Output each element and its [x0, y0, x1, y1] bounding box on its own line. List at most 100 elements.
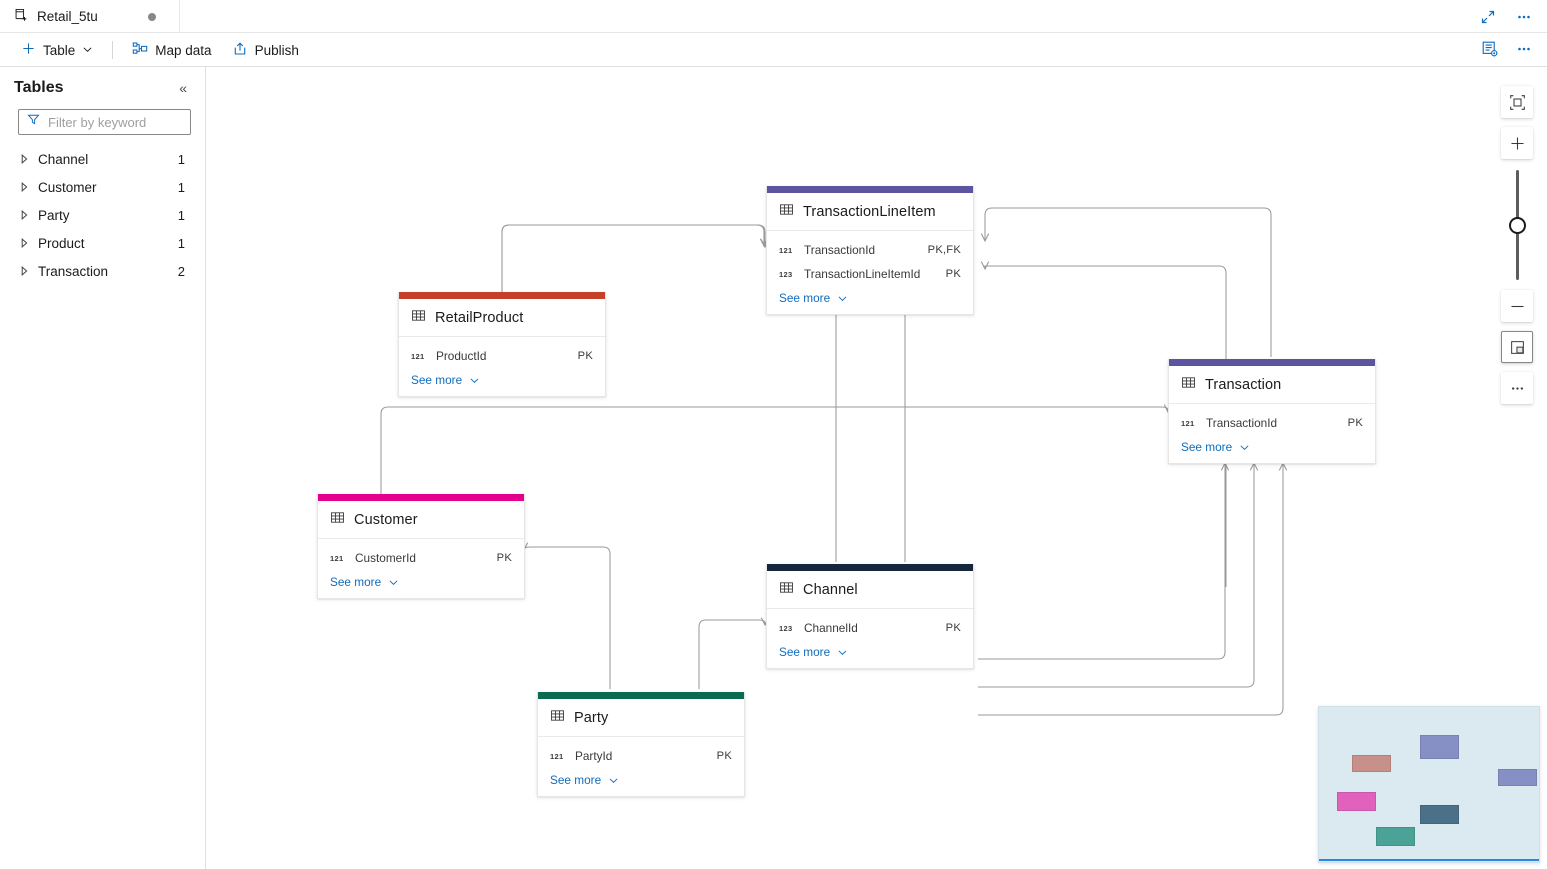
entity-card-channel[interactable]: Channel 123 ChannelId PK See more: [766, 564, 974, 669]
field-name: TransactionId: [804, 243, 876, 257]
tree-item-label: Product: [38, 235, 85, 251]
see-more-label: See more: [550, 773, 602, 787]
field-key-badge: PK: [577, 350, 593, 362]
table-icon: [1181, 375, 1196, 395]
tree-item-product[interactable]: Product 1: [10, 229, 195, 257]
entity-card-customer[interactable]: Customer 121 CustomerId PK See more: [317, 494, 525, 599]
tree-item-customer[interactable]: Customer 1: [10, 173, 195, 201]
tree-item-channel[interactable]: Channel 1: [10, 145, 195, 173]
table-icon: [411, 308, 426, 328]
tree-item-count: 1: [177, 151, 185, 167]
field-key-badge: PK: [945, 268, 961, 280]
see-more-button[interactable]: See more: [1169, 435, 1375, 457]
zoom-slider-thumb[interactable]: [1509, 217, 1526, 234]
field-row[interactable]: 121 TransactionId PK,FK: [767, 238, 973, 262]
entity-card-transactionlineitem[interactable]: TransactionLineItem 121 TransactionId PK…: [766, 186, 974, 315]
see-more-button[interactable]: See more: [767, 286, 973, 308]
chevron-down-icon: [838, 650, 847, 655]
filter-input[interactable]: [48, 114, 182, 130]
add-table-button[interactable]: Table: [12, 36, 102, 64]
field-row[interactable]: 121 CustomerId PK: [318, 546, 524, 570]
entity-card-party[interactable]: Party 121 PartyId PK See more: [537, 692, 745, 797]
entity-header: Party: [538, 699, 744, 737]
see-more-button[interactable]: See more: [318, 570, 524, 592]
tables-panel-header: Tables «: [0, 67, 205, 105]
diagram-canvas[interactable]: TransactionLineItem 121 TransactionId PK…: [206, 67, 1547, 869]
entity-name: RetailProduct: [435, 309, 524, 326]
entity-name: Channel: [803, 581, 858, 598]
publish-icon: [232, 41, 248, 60]
filter-icon: [27, 113, 40, 131]
tree-item-label: Customer: [38, 179, 97, 195]
tables-panel: Tables « Channel 1 Cu: [0, 67, 206, 869]
field-key-badge: PK: [945, 622, 961, 634]
list-settings-icon[interactable]: [1475, 36, 1505, 62]
filter-box[interactable]: [18, 109, 191, 135]
tree-item-count: 2: [177, 263, 185, 279]
chevron-right-icon[interactable]: [16, 182, 32, 192]
fit-to-screen-button[interactable]: [1501, 86, 1533, 118]
entity-header: Transaction: [1169, 366, 1375, 404]
tree-item-party[interactable]: Party 1: [10, 201, 195, 229]
table-icon: [550, 708, 565, 728]
minimap-toggle-button[interactable]: [1501, 331, 1533, 363]
tree-item-label: Party: [38, 207, 70, 223]
see-more-label: See more: [1181, 440, 1233, 454]
publish-label: Publish: [254, 42, 299, 58]
zoom-out-button[interactable]: [1501, 290, 1533, 322]
expand-icon[interactable]: [1473, 4, 1503, 30]
entity-fields: 121 TransactionId PK See more: [1169, 404, 1375, 463]
table-icon: [330, 510, 345, 530]
panel-title: Tables: [14, 79, 64, 96]
field-name: TransactionLineItemId: [804, 267, 921, 281]
chevron-right-icon[interactable]: [16, 154, 32, 164]
field-key-badge: PK,FK: [927, 244, 961, 256]
window-overflow-button[interactable]: [1509, 4, 1539, 30]
entity-fields: 121 PartyId PK See more: [538, 737, 744, 796]
field-name: ProductId: [436, 349, 487, 363]
field-row[interactable]: 123 ChannelId PK: [767, 616, 973, 640]
command-bar-overflow-button[interactable]: [1509, 36, 1539, 62]
field-row[interactable]: 123 TransactionLineItemId PK: [767, 262, 973, 286]
chevron-right-icon[interactable]: [16, 210, 32, 220]
collapse-panel-button[interactable]: «: [179, 80, 187, 96]
map-data-button[interactable]: Map data: [123, 36, 220, 64]
entity-color-bar: [318, 494, 524, 501]
tree-item-count: 1: [177, 207, 185, 223]
see-more-button[interactable]: See more: [399, 368, 605, 390]
entity-header: TransactionLineItem: [767, 193, 973, 231]
entity-fields: 121 TransactionId PK,FK 123 TransactionL…: [767, 231, 973, 314]
entity-color-bar: [1169, 359, 1375, 366]
tab-retail[interactable]: Retail_5tu: [0, 0, 180, 33]
see-more-button[interactable]: See more: [538, 768, 744, 790]
entity-card-transaction[interactable]: Transaction 121 TransactionId PK See mor…: [1168, 359, 1376, 464]
tree-item-transaction[interactable]: Transaction 2: [10, 257, 195, 285]
see-more-label: See more: [779, 645, 831, 659]
chevron-right-icon[interactable]: [16, 266, 32, 276]
entity-name: Party: [574, 709, 609, 726]
canvas-more-button[interactable]: [1501, 372, 1533, 404]
zoom-in-button[interactable]: [1501, 127, 1533, 159]
unsaved-indicator-dot: [147, 12, 156, 21]
publish-button[interactable]: Publish: [223, 36, 308, 64]
table-icon: [779, 580, 794, 600]
see-more-label: See more: [330, 575, 382, 589]
tree-item-count: 1: [177, 235, 185, 251]
command-bar: Table Map data Publish: [0, 33, 1547, 67]
database-add-icon: [14, 7, 29, 27]
field-row[interactable]: 121 PartyId PK: [538, 744, 744, 768]
chevron-down-icon: [470, 378, 479, 383]
zoom-slider[interactable]: [1501, 170, 1533, 280]
field-row[interactable]: 121 TransactionId PK: [1169, 411, 1375, 435]
chevron-right-icon[interactable]: [16, 238, 32, 248]
command-bar-right: [1475, 36, 1539, 62]
window-actions: [1473, 4, 1539, 30]
tree-item-label: Channel: [38, 151, 89, 167]
minimap[interactable]: [1318, 706, 1540, 863]
see-more-button[interactable]: See more: [767, 640, 973, 662]
entity-card-retailproduct[interactable]: RetailProduct 121 ProductId PK See more: [398, 292, 606, 397]
map-data-label: Map data: [155, 42, 212, 58]
field-row[interactable]: 121 ProductId PK: [399, 344, 605, 368]
minimap-box-party: [1376, 827, 1415, 846]
